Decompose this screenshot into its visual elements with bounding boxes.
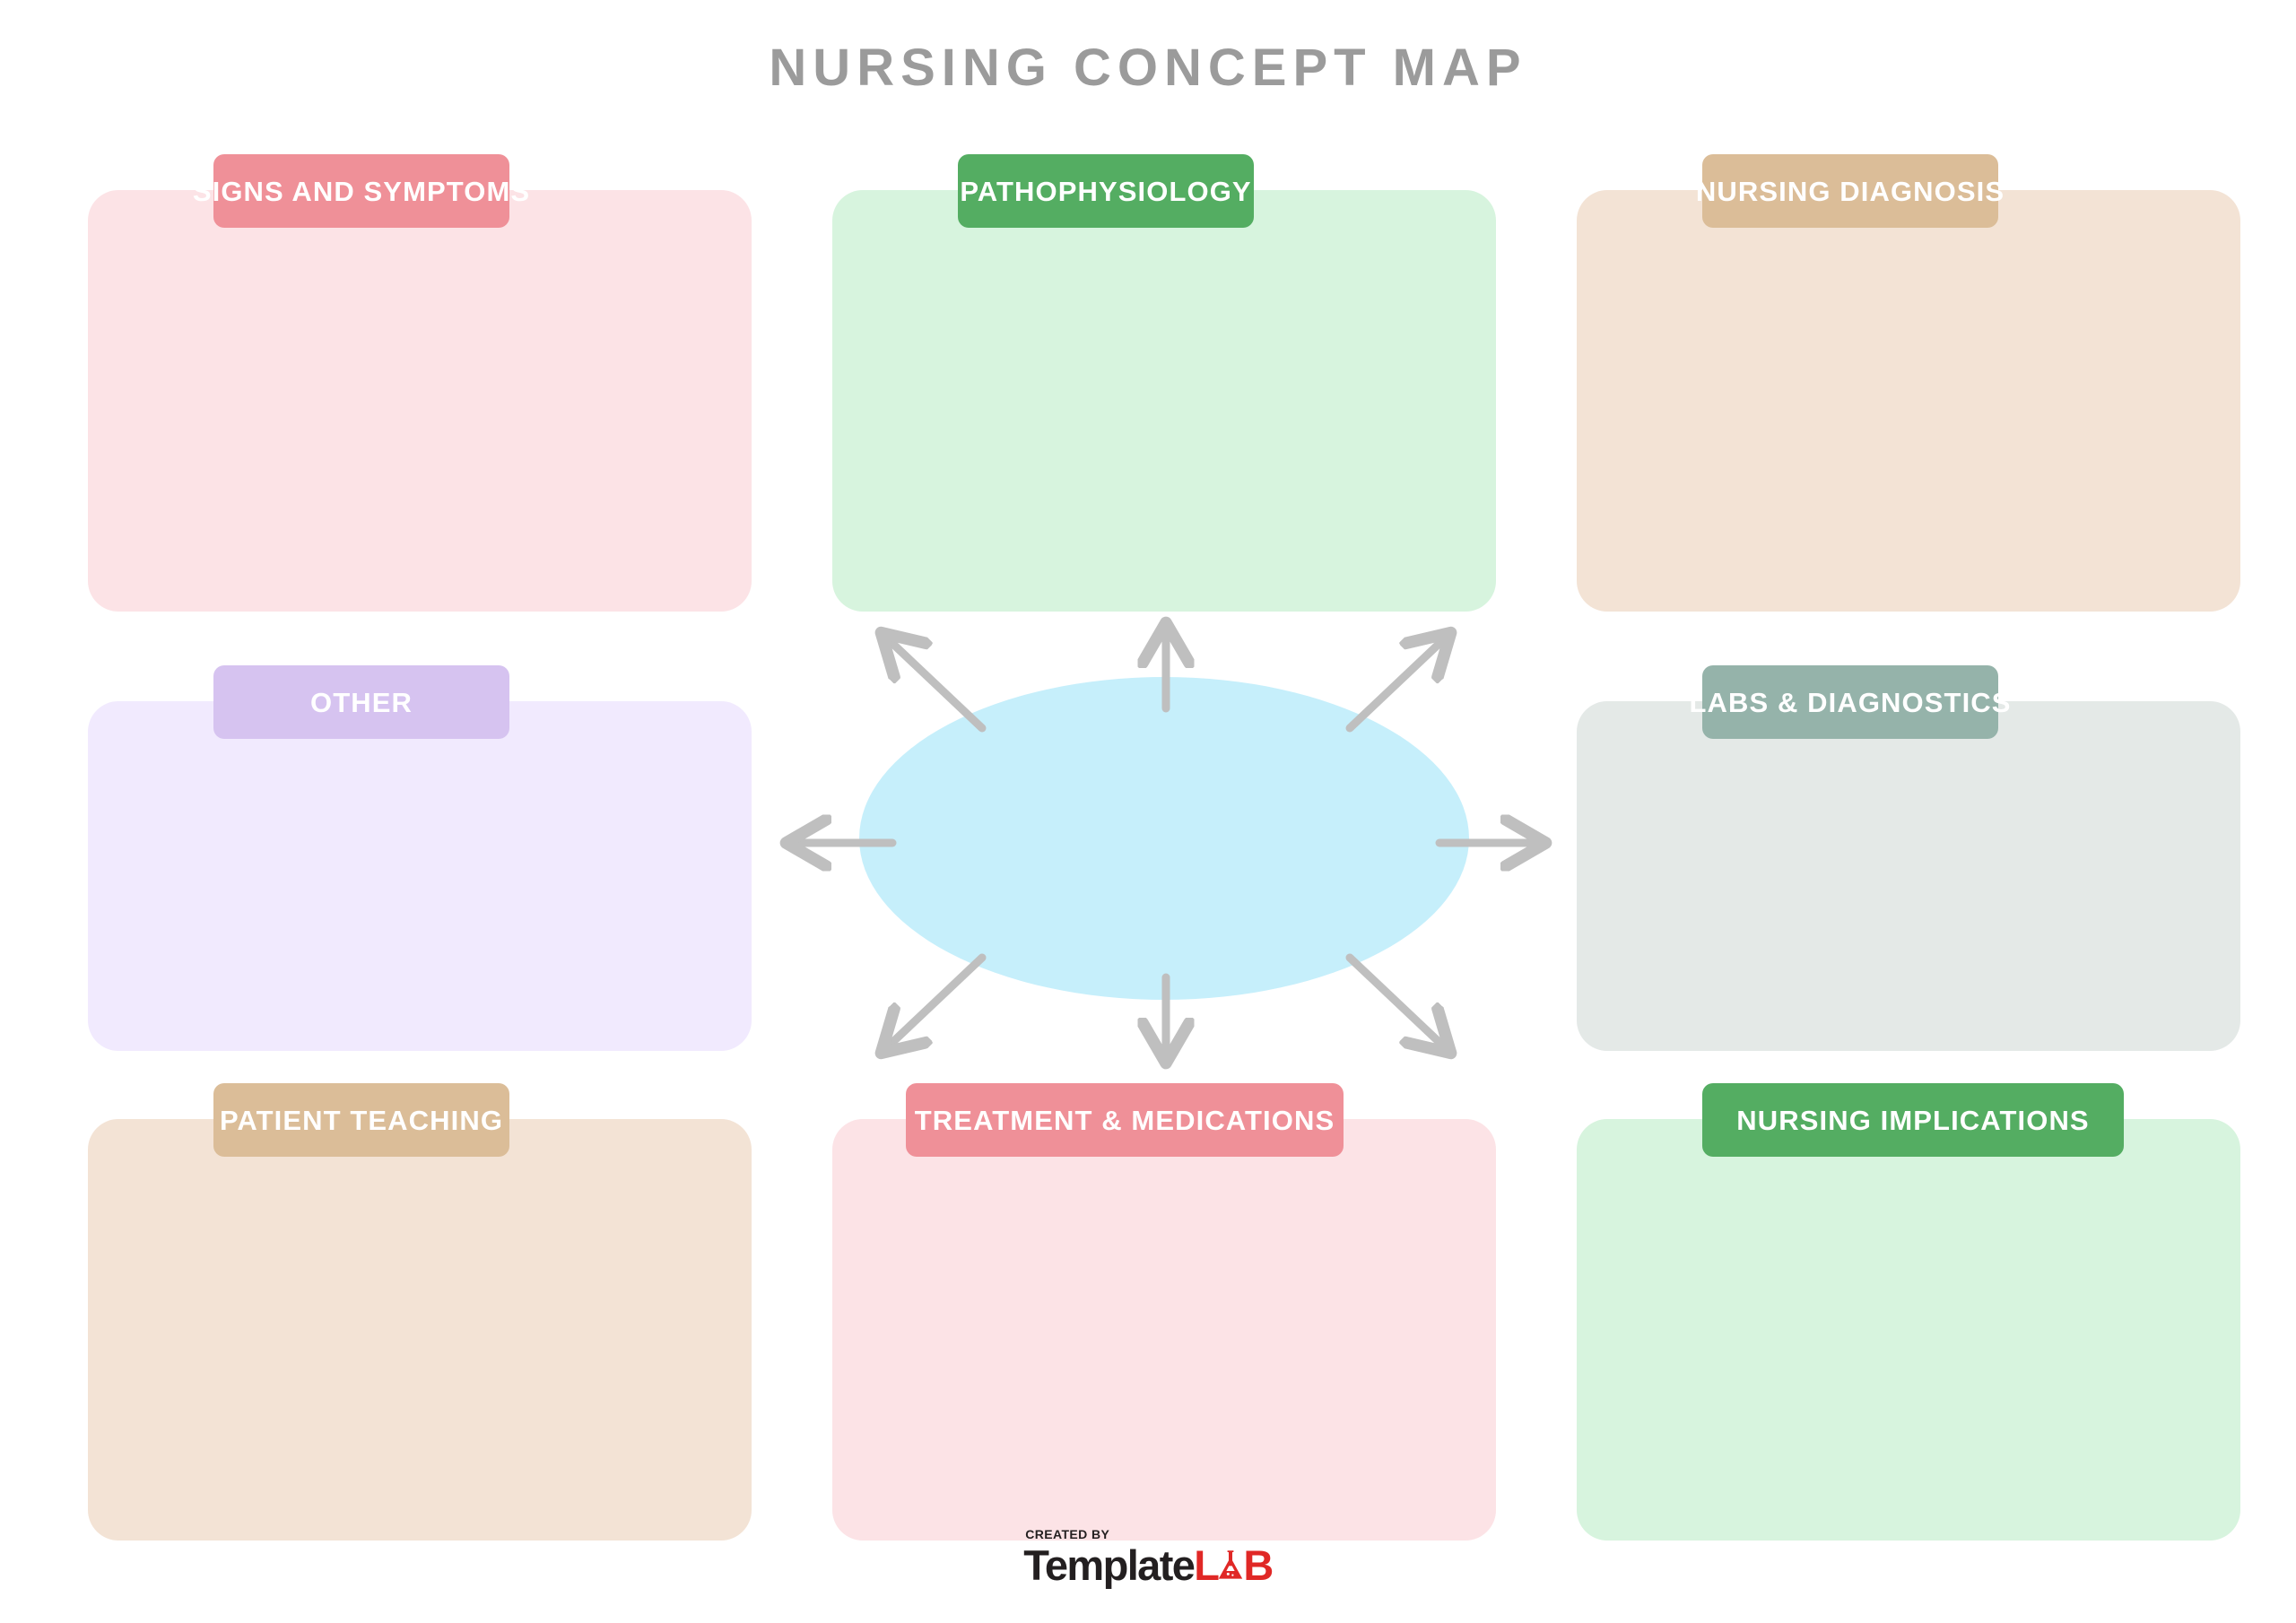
arrow-up-left — [883, 635, 987, 733]
card-tab-patient-teaching[interactable]: PATIENT TEACHING — [213, 1083, 509, 1157]
card-label-nursing-diagnosis: NURSING DIAGNOSIS — [1695, 175, 2005, 207]
card-body-labs-and-diagnostics[interactable] — [1577, 701, 2240, 1051]
arrow-down-left — [883, 953, 987, 1051]
logo-b-text: B — [1243, 1541, 1274, 1589]
card-label-other: OTHER — [310, 686, 413, 718]
card-body-patient-teaching[interactable] — [88, 1119, 752, 1541]
card-pathophysiology: PATHOPHYSIOLOGY — [832, 154, 1496, 612]
card-label-nursing-implications: NURSING IMPLICATIONS — [1736, 1104, 2090, 1136]
card-body-other[interactable] — [88, 701, 752, 1051]
card-body-signs-and-symptoms[interactable] — [88, 190, 752, 612]
card-label-treatment-and-medications: TREATMENT & MEDICATIONS — [914, 1104, 1335, 1136]
flask-icon — [1217, 1549, 1244, 1580]
card-body-nursing-implications[interactable] — [1577, 1119, 2240, 1541]
templatelab-logo[interactable]: CREATED BY Template L B — [1023, 1527, 1274, 1589]
arrow-up-right — [1345, 635, 1448, 733]
card-body-treatment-and-medications[interactable] — [832, 1119, 1496, 1541]
card-nursing-diagnosis: NURSING DIAGNOSIS — [1577, 154, 2240, 612]
page-title: NURSING CONCEPT MAP — [769, 39, 1527, 97]
card-body-pathophysiology[interactable] — [832, 190, 1496, 612]
card-label-signs-and-symptoms: SIGNS AND SYMPTOMS — [192, 175, 531, 207]
logo-wordmark: Template L B — [1023, 1530, 1274, 1589]
card-label-pathophysiology: PATHOPHYSIOLOGY — [960, 175, 1252, 207]
card-tab-nursing-diagnosis[interactable]: NURSING DIAGNOSIS — [1696, 154, 2004, 228]
card-nursing-implications: NURSING IMPLICATIONS — [1577, 1083, 2240, 1541]
card-tab-labs-and-diagnostics[interactable]: LABS & DIAGNOSTICS — [1689, 665, 2010, 739]
logo-l-text: L — [1194, 1541, 1220, 1589]
radiating-arrows — [735, 601, 1596, 1085]
footer: CREATED BY Template L B — [0, 1527, 2296, 1589]
card-tab-signs-and-symptoms[interactable]: SIGNS AND SYMPTOMS — [193, 154, 529, 228]
logo-created-by-text: CREATED BY — [1025, 1527, 1110, 1541]
logo-template-text: Template — [1023, 1541, 1196, 1589]
card-tab-other[interactable]: OTHER — [213, 665, 509, 739]
card-patient-teaching: PATIENT TEACHING — [88, 1083, 752, 1541]
card-label-patient-teaching: PATIENT TEACHING — [219, 1104, 504, 1136]
central-concept-ellipse[interactable] — [859, 677, 1469, 1000]
card-tab-treatment-and-medications[interactable]: TREATMENT & MEDICATIONS — [906, 1083, 1344, 1157]
card-labs-and-diagnostics: LABS & DIAGNOSTICS — [1577, 665, 2240, 1051]
card-other: OTHER — [88, 665, 752, 1051]
card-tab-pathophysiology[interactable]: PATHOPHYSIOLOGY — [958, 154, 1254, 228]
card-treatment-and-medications: TREATMENT & MEDICATIONS — [832, 1083, 1496, 1541]
card-label-labs-and-diagnostics: LABS & DIAGNOSTICS — [1689, 686, 2012, 718]
card-signs-and-symptoms: SIGNS AND SYMPTOMS — [88, 154, 752, 612]
arrow-down-right — [1345, 953, 1448, 1051]
card-tab-nursing-implications[interactable]: NURSING IMPLICATIONS — [1702, 1083, 2124, 1157]
card-body-nursing-diagnosis[interactable] — [1577, 190, 2240, 612]
